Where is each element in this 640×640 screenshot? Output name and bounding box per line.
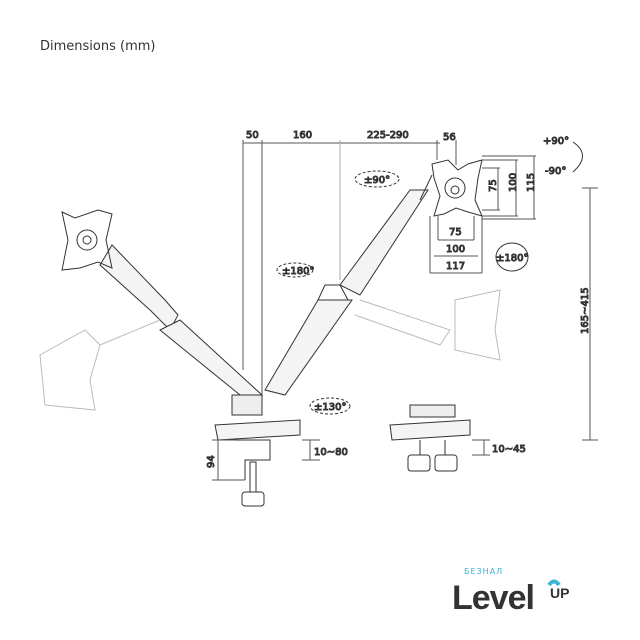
grommet-range-label: 10~45	[492, 444, 526, 455]
swivel-arrow-icon	[495, 242, 529, 272]
desk-clamp	[212, 394, 320, 507]
ghost-positions	[39, 289, 501, 411]
arm-swivel-label: ±180°	[282, 266, 314, 277]
diagram-title: Dimensions (mm)	[40, 39, 156, 54]
dim-50: 50	[246, 130, 259, 141]
logo-text: Level	[452, 579, 535, 617]
swivel-plate-label: ±180°	[496, 253, 528, 264]
dim-56: 56	[443, 132, 456, 143]
dim-160: 160	[293, 130, 312, 141]
left-arm	[99, 244, 264, 396]
height-range-label: 165~415	[580, 287, 591, 334]
height-dimension-line	[582, 187, 598, 441]
logo-up: UP	[550, 585, 570, 601]
clamp-height-label: 94	[206, 455, 217, 468]
vesa-w-117: 117	[446, 261, 465, 272]
tilt-label: ±90°	[364, 175, 390, 186]
logo-subtitle: БЕЗНАЛ	[464, 567, 504, 576]
vesa-h-115: 115	[526, 173, 537, 192]
vesa-dimension-lines	[429, 155, 536, 274]
rot-up-label: +90°	[543, 136, 569, 147]
base-rotation-label: ±130°	[314, 402, 346, 413]
logo-mark-icon	[547, 579, 561, 587]
dim-225-290: 225-290	[367, 130, 409, 141]
vesa-h-100: 100	[508, 173, 519, 192]
arm-swivel-arrow-icon	[276, 262, 314, 278]
right-vesa-plate	[431, 159, 483, 217]
rot-down-label: -90°	[545, 166, 566, 177]
base-rotation-arrow-icon	[309, 397, 351, 415]
rotation-arrow-icon	[572, 141, 583, 173]
tilt-arrow-icon	[354, 170, 400, 188]
vesa-w-100: 100	[446, 244, 465, 255]
top-dimension-lines	[242, 140, 457, 395]
right-arm	[264, 174, 433, 396]
vesa-w-75: 75	[449, 227, 462, 238]
vesa-h-75: 75	[488, 179, 499, 192]
grommet-mount	[389, 404, 490, 472]
clamp-range-label: 10~80	[314, 447, 348, 458]
left-vesa-plate	[61, 209, 113, 271]
